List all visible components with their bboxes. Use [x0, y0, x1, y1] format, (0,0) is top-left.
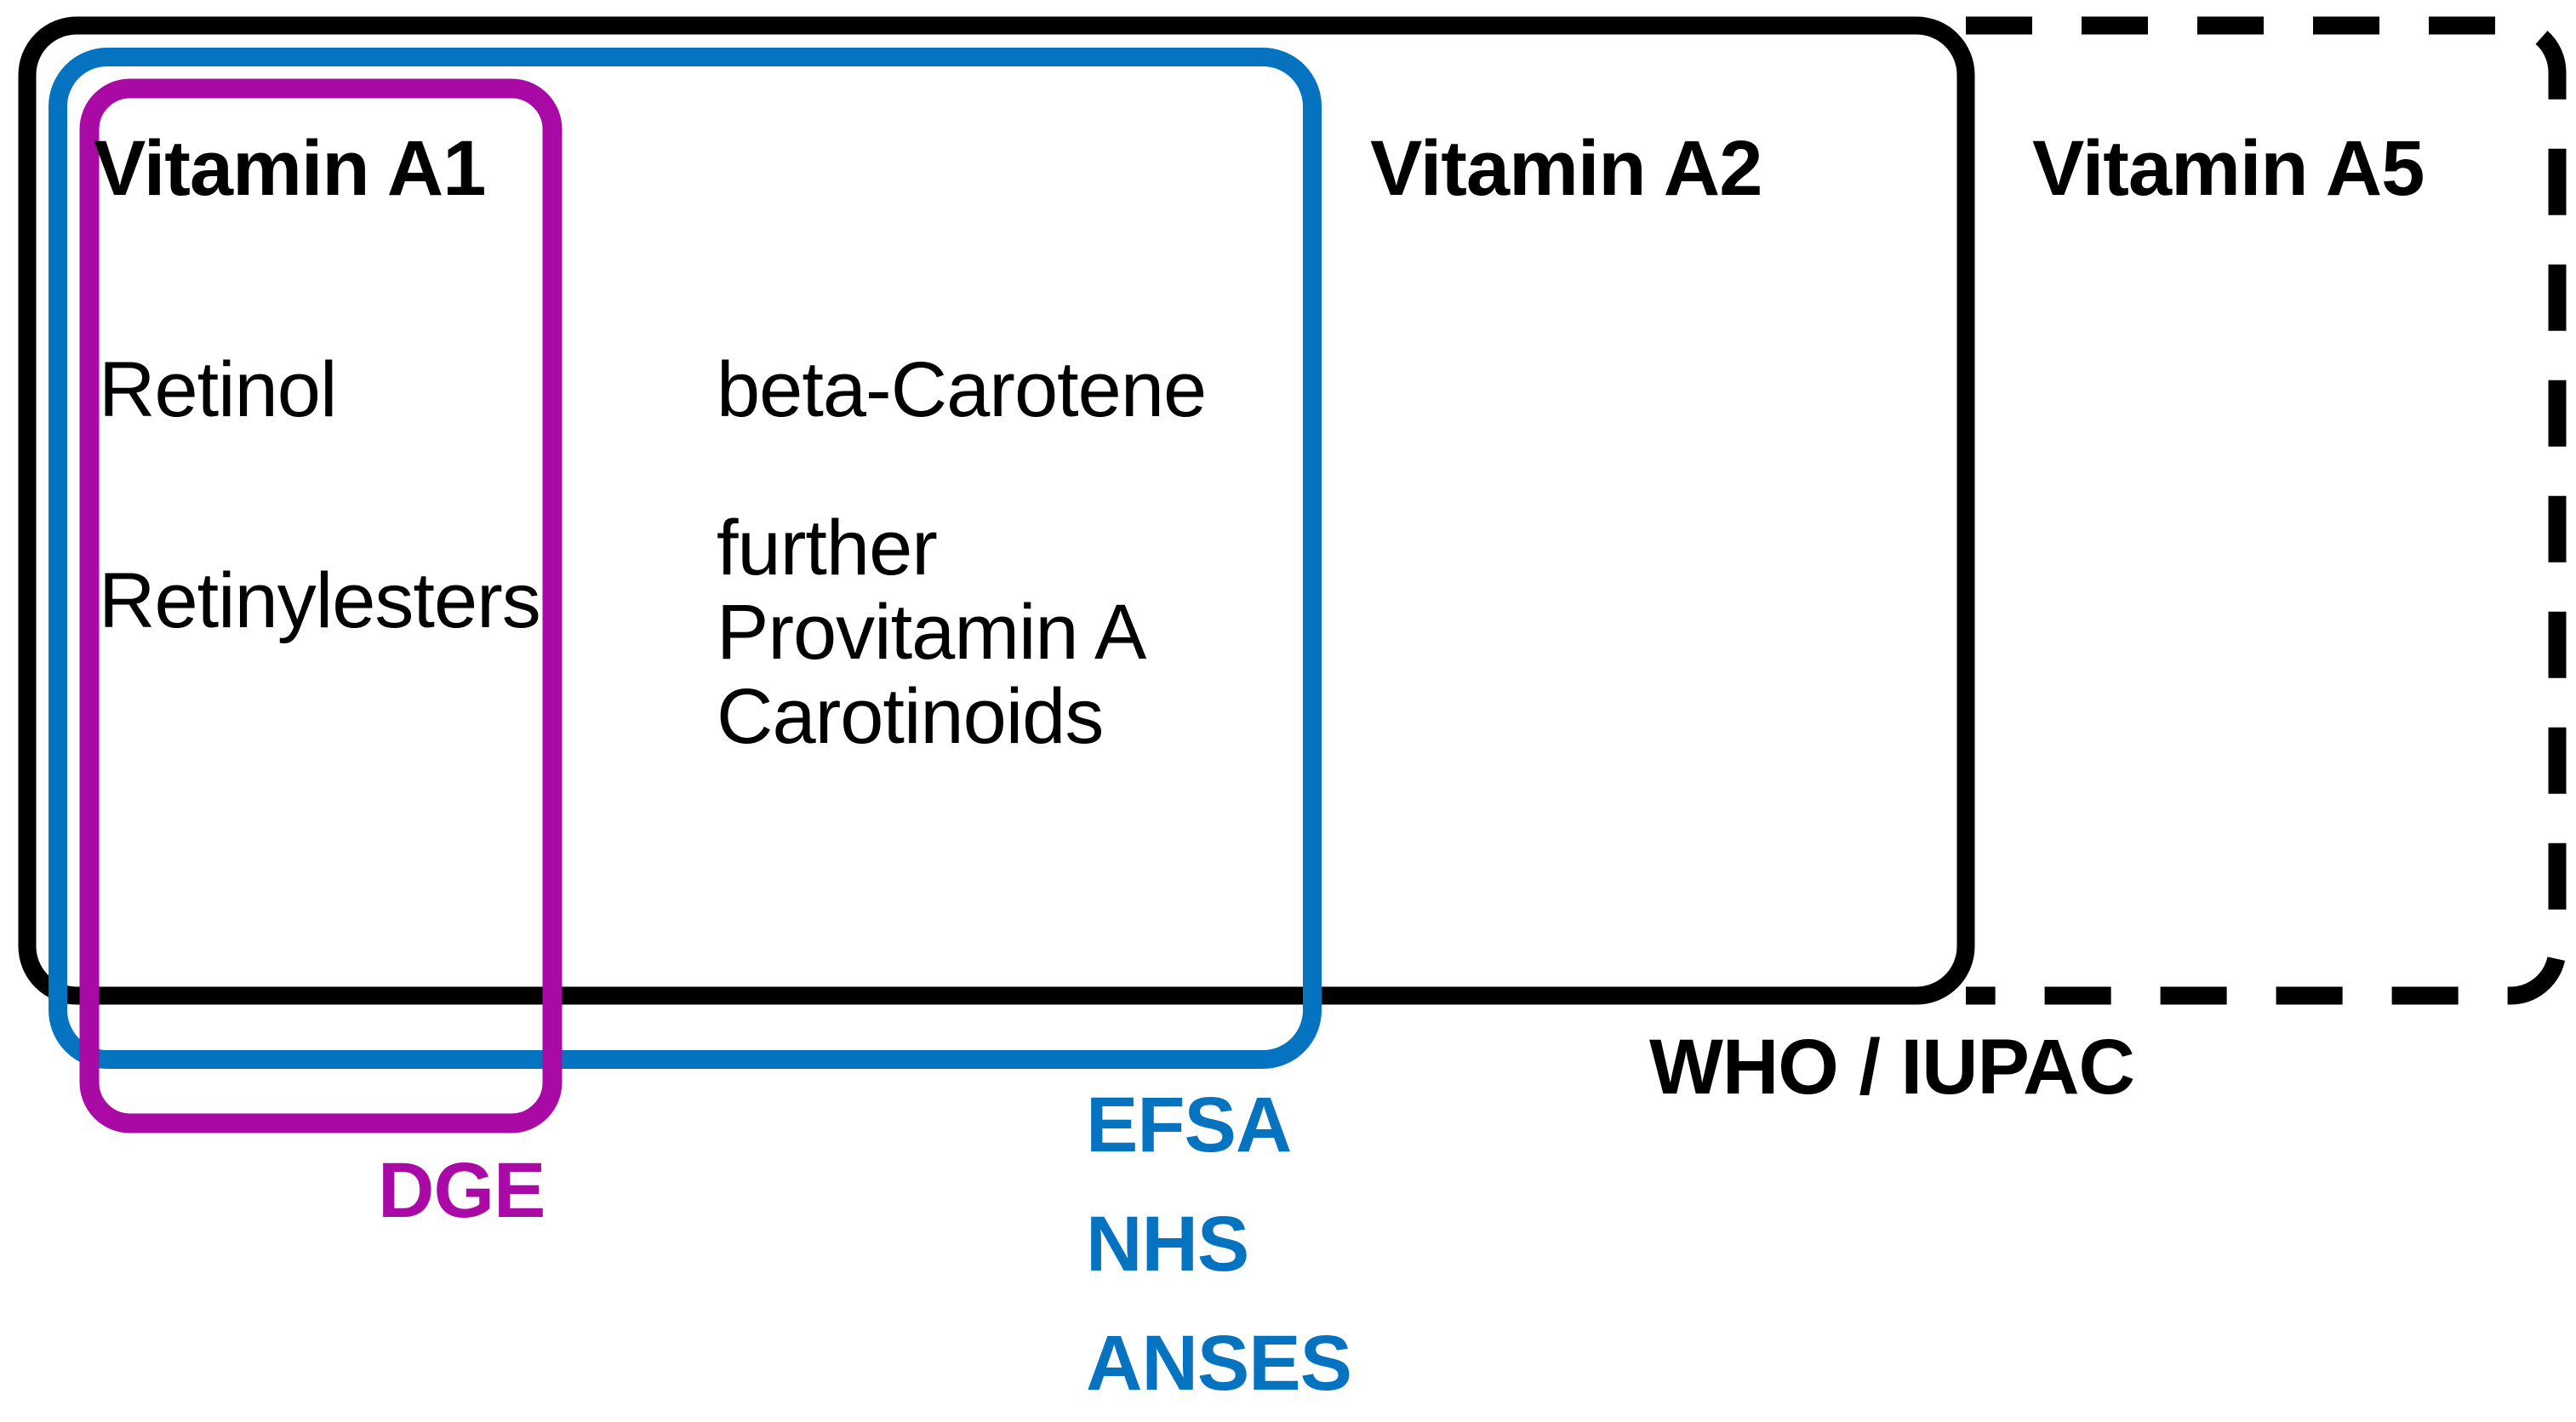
- compound-retinol: Retinol: [99, 346, 337, 433]
- org-label-nhs: NHS: [1086, 1201, 1249, 1288]
- compound-beta-carotene: beta-Carotene: [717, 346, 1207, 433]
- heading-vitamin-a1: Vitamin A1: [94, 125, 486, 212]
- heading-vitamin-a2: Vitamin A2: [1370, 125, 1762, 212]
- efsa-nhs-anses-blue-boundary: [49, 48, 1322, 1069]
- who-iupac-black-boundary: [18, 16, 1975, 1005]
- compound-provitamin-a: Provitamin A: [717, 589, 1146, 676]
- vitamin-a5-dashed-boundary: [1966, 16, 2567, 1005]
- compound-carotinoids: Carotinoids: [717, 673, 1104, 760]
- org-label-efsa: EFSA: [1086, 1082, 1292, 1168]
- org-label-anses: ANSES: [1086, 1320, 1352, 1407]
- org-label-dge: DGE: [378, 1147, 545, 1234]
- compound-further: further: [717, 505, 938, 591]
- heading-vitamin-a5: Vitamin A5: [2032, 125, 2425, 212]
- compound-retinylesters: Retinylesters: [99, 557, 541, 644]
- org-label-who-iupac: WHO / IUPAC: [1649, 1024, 2135, 1111]
- dge-magenta-boundary: [79, 78, 563, 1134]
